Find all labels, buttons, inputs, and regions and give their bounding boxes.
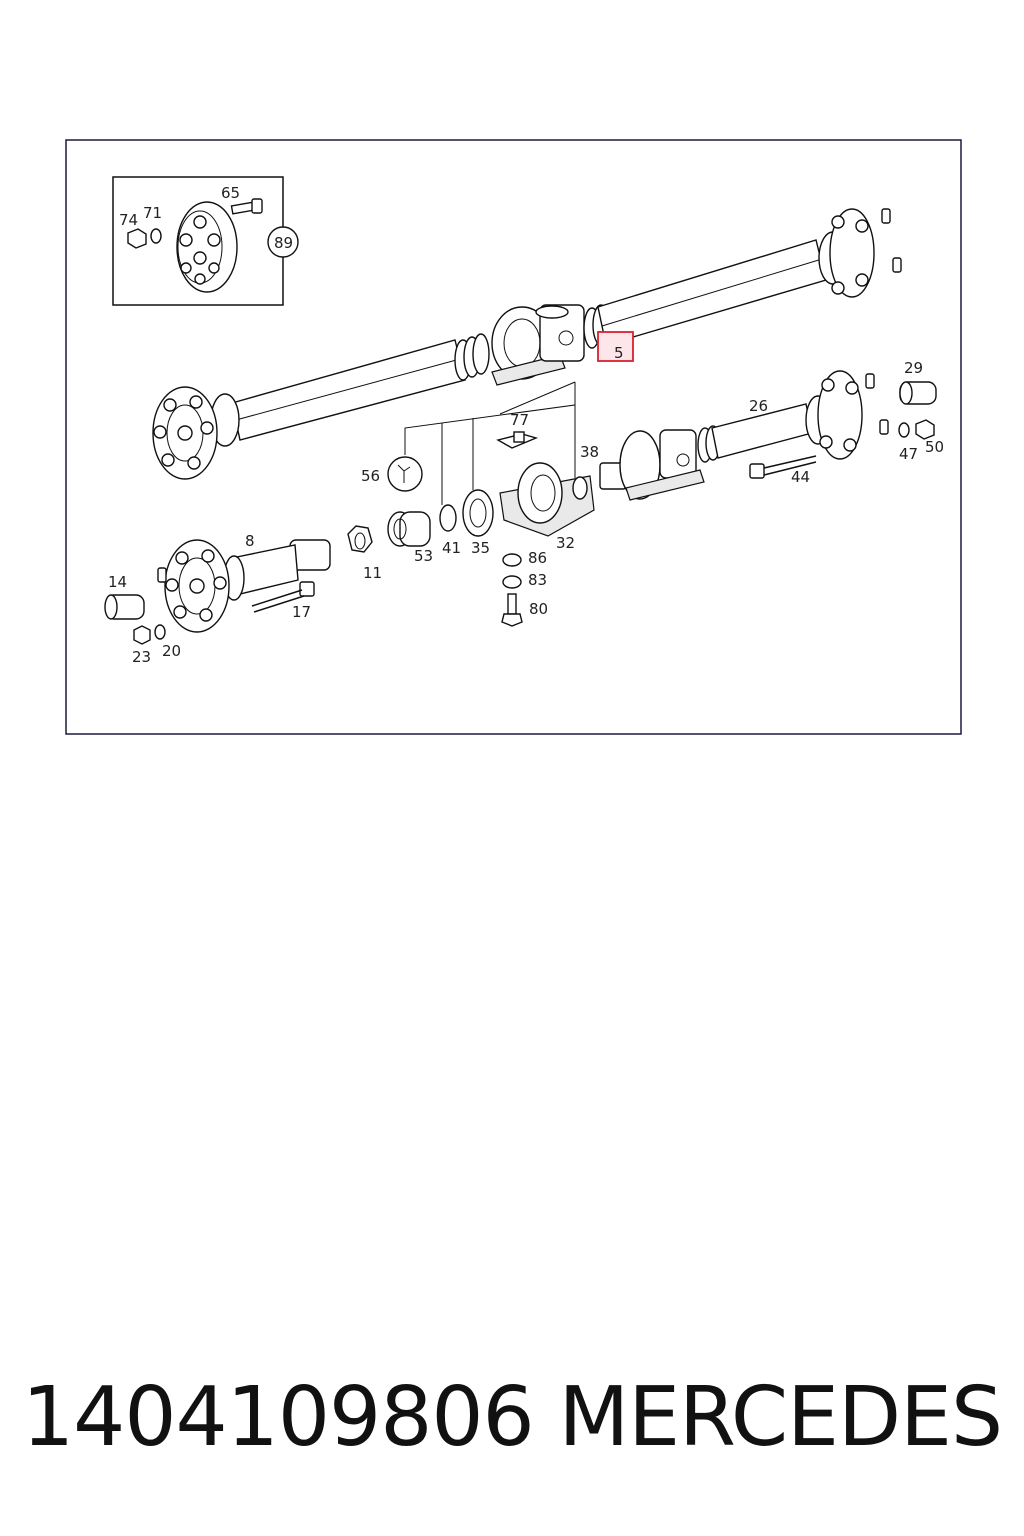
main-propeller-shaft [152,208,902,480]
callout-5-highlight-box [597,331,634,362]
callout-83: 83 [528,571,547,589]
callout-14: 14 [108,573,127,591]
callout-71: 71 [143,204,162,222]
callout-53: 53 [414,547,433,565]
callout-86: 86 [528,549,547,567]
front-shaft-assembly [104,539,331,645]
callout-41: 41 [442,539,461,557]
callout-50: 50 [925,438,944,456]
callout-32: 32 [556,534,575,552]
callout-44: 44 [791,468,810,486]
part-number: 1404109806 [22,1370,535,1465]
footer: 1404109806 MERCEDES [0,1368,1024,1468]
callout-47: 47 [899,445,918,463]
callout-5: 5 [614,344,624,362]
callout-8: 8 [245,532,255,550]
callout-89: 89 [274,234,293,252]
callout-23: 23 [132,648,151,666]
callout-35: 35 [471,539,490,557]
parts-diagram: 65 74 71 89 5 29 26 47 50 77 56 38 44 8 … [65,139,962,735]
callout-26: 26 [749,397,768,415]
callout-56: 56 [361,467,380,485]
callout-20: 20 [162,642,181,660]
callout-38: 38 [580,443,599,461]
callout-77: 77 [510,411,529,429]
inset-flex-disc-kit [112,176,299,306]
callout-29: 29 [904,359,923,377]
callout-74: 74 [119,211,138,229]
callout-circle-89 [267,226,299,258]
center-bearing-group [347,381,595,627]
diagram-frame [65,139,962,735]
callout-17: 17 [292,603,311,621]
callout-80: 80 [529,600,548,618]
callout-65: 65 [221,184,240,202]
rear-shaft-assembly [599,370,937,501]
brand-name: MERCEDES [558,1370,1003,1465]
callout-11: 11 [363,564,382,582]
